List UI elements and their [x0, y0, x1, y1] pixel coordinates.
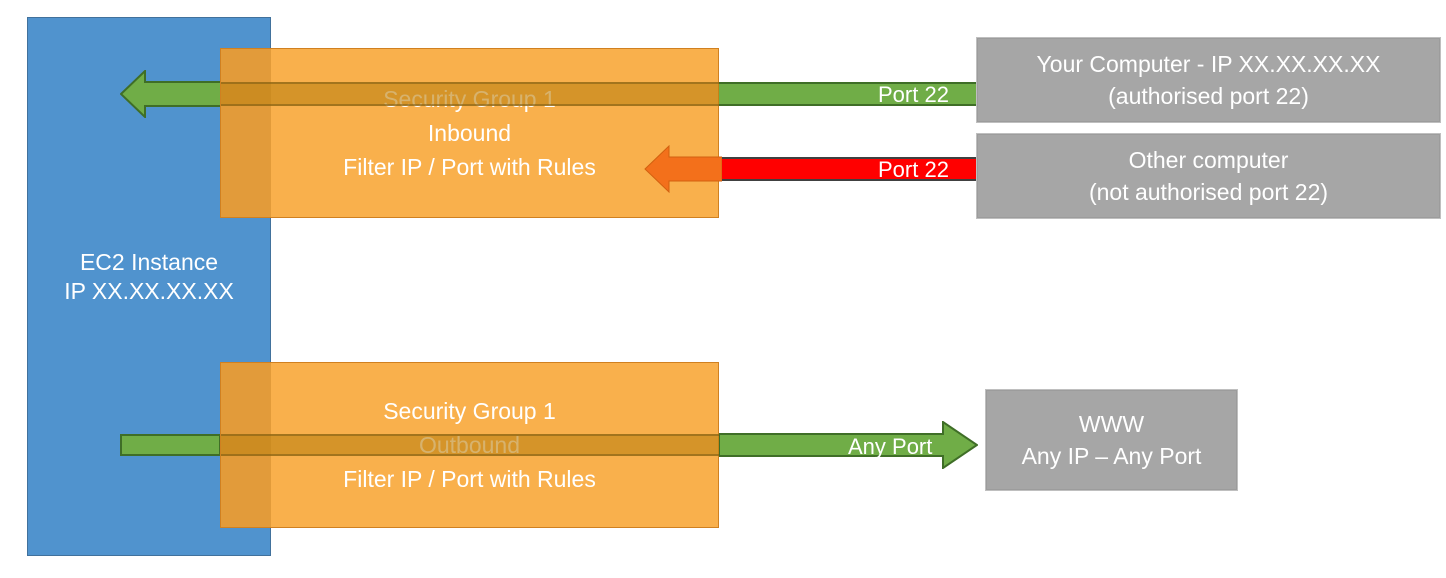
outbound-allowed-arrow-icon [718, 420, 979, 470]
endpoint-your-computer-label: Your Computer - IP XX.XX.XX.XX (authoris… [1036, 51, 1381, 109]
inbound-allowed-connector [719, 82, 978, 106]
outbound-allowed-port-label: Any Port [848, 434, 933, 459]
inbound-allowed-arrow-icon [119, 68, 223, 120]
ec2-instance-label: EC2 Instance IP XX.XX.XX.XX [64, 249, 234, 304]
inbound-allowed-port-label: Port 22 [878, 82, 949, 107]
outbound-connector-stub [120, 434, 221, 456]
endpoint-www: WWW Any IP – Any Port [986, 390, 1237, 490]
inbound-allowed-through-group [221, 82, 719, 106]
outbound-allowed-through-group [221, 434, 719, 456]
inbound-blocked-port-label: Port 22 [878, 157, 949, 182]
endpoint-your-computer: Your Computer - IP XX.XX.XX.XX (authoris… [977, 38, 1440, 122]
endpoint-other-computer-label: Other computer (not authorised port 22) [1088, 147, 1329, 205]
endpoint-other-computer: Other computer (not authorised port 22) [977, 134, 1440, 218]
inbound-blocked-connector [719, 157, 978, 181]
endpoint-www-label: WWW Any IP – Any Port [1021, 411, 1202, 469]
inbound-blocked-arrow-icon [644, 144, 723, 194]
